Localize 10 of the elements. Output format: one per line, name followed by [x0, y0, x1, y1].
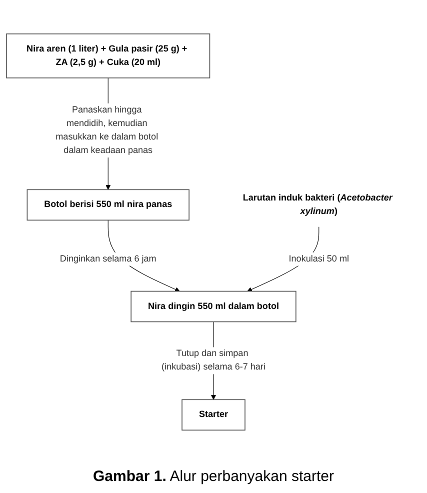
edge-label: Inokulasi 50 ml	[288, 254, 349, 264]
node-box: Nira dingin 550 ml dalam botol	[130, 290, 296, 322]
edge-label: Panaskan hingga mendidih, kemudian masukkan ke dalam botol dalam keadaan panas	[56, 104, 158, 156]
edge-label: Tutup dan simpan (inkubasi) selama 6-7 hari	[162, 348, 266, 372]
node-box: Botol berisi 550 ml nira panas	[26, 189, 190, 221]
edge-label: Dinginkan selama 6 jam	[60, 254, 156, 264]
node-box: Nira aren (1 liter) + Gula pasir (25 g) + ZA (2,5 g) + Cuka (20 ml)	[6, 33, 210, 78]
node-box: Starter	[182, 399, 246, 431]
figure-caption: Gambar 1. Alur perbanyakan starter	[93, 468, 334, 485]
node-text: Larutan induk bakteri (Acetobacter xylinum)	[242, 193, 392, 216]
